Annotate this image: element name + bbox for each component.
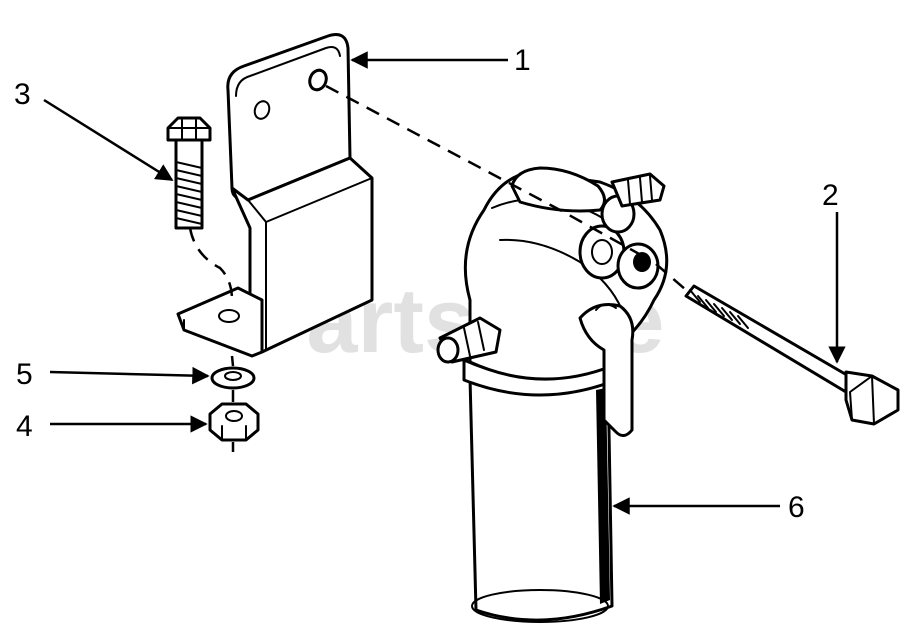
- mounting-bracket[interactable]: [176, 33, 374, 358]
- callout-label-3: 3: [14, 78, 31, 111]
- long-bolt[interactable]: [684, 284, 900, 426]
- lock-washer[interactable]: [210, 366, 256, 390]
- hex-nut[interactable]: [208, 402, 260, 442]
- callout-label-6: 6: [788, 491, 805, 524]
- callout-label-5: 5: [16, 358, 33, 391]
- callout-label-1: 1: [514, 44, 531, 77]
- callout-label-2: 2: [822, 179, 839, 212]
- fuel-filter-assembly[interactable]: [436, 166, 669, 623]
- callout-label-4: 4: [16, 410, 33, 443]
- hex-bolt[interactable]: [166, 116, 212, 230]
